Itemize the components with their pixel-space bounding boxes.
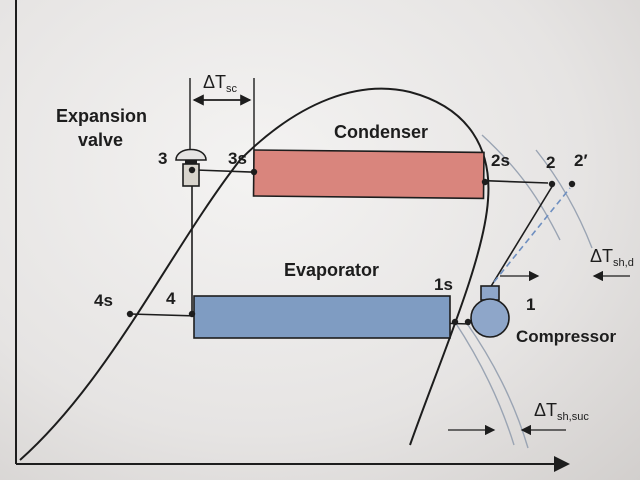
delta-t-sh-suc-label: ΔTsh,suc (534, 400, 589, 423)
point-2-label: 2 (546, 153, 555, 172)
evaporator-label: Evaporator (284, 260, 379, 280)
delta-t-sh-d-label: ΔTsh,d (590, 246, 634, 269)
saturation-dome (19, 87, 490, 461)
compression-line (489, 184, 554, 289)
point-2prime-label: 2′ (574, 151, 588, 170)
point-3-dot (188, 166, 196, 174)
expansion-valve-icon (175, 148, 207, 187)
point-1-dot (464, 318, 472, 326)
point-4s-dot (126, 310, 134, 318)
isentrope-line-b (535, 149, 593, 249)
isentrope-line-c (454, 321, 515, 446)
point-4s-label: 4s (94, 291, 113, 310)
evaporator-box (193, 295, 451, 339)
delta-t-sc-label: ΔTsc (203, 72, 238, 95)
point-2-dot (548, 180, 556, 188)
point-1-label: 1 (526, 295, 535, 314)
point-3s-dot (250, 168, 258, 176)
condenser-box (252, 149, 485, 200)
condenser-label: Condenser (334, 122, 428, 142)
isentrope-line-a (481, 134, 561, 241)
point-3-label: 3 (158, 149, 167, 168)
point-2s-label: 2s (491, 151, 510, 170)
point-3s-label: 3s (228, 149, 247, 168)
point-1s-label: 1s (434, 275, 453, 294)
expansion-valve-label-line1: Expansion (56, 106, 147, 126)
compressor-label: Compressor (516, 327, 617, 346)
compressor-icon (470, 285, 510, 338)
point-4-dot (188, 310, 196, 318)
actual-compression-dashed-line (493, 187, 571, 283)
point-2prime-dot (568, 180, 576, 188)
expansion-valve-label-line2: valve (78, 130, 123, 150)
point-2s-dot (481, 178, 489, 186)
point-4-label: 4 (166, 289, 176, 308)
point-1s-dot (451, 318, 459, 326)
